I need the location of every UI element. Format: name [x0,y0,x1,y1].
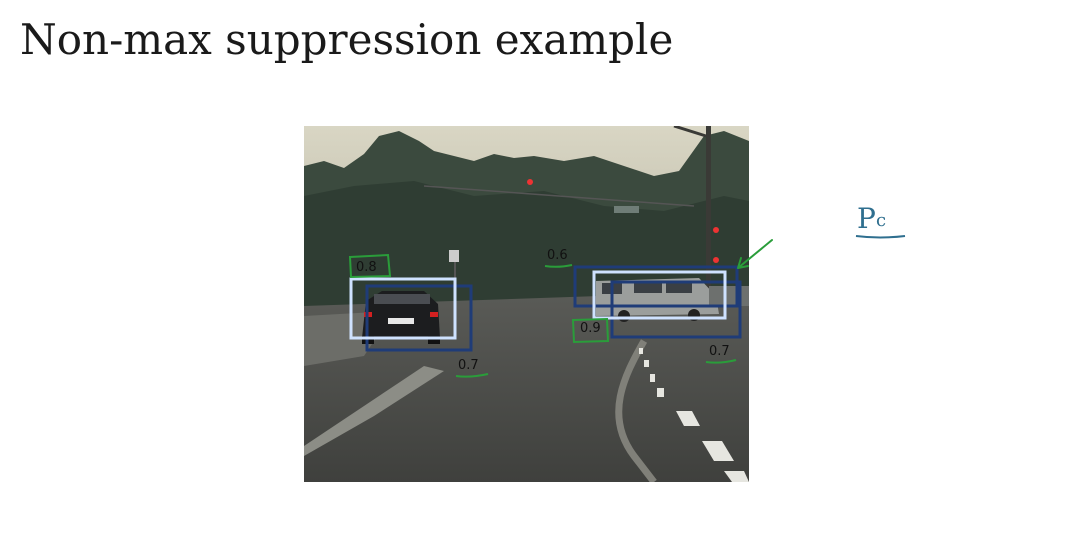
slide-title: Non-max suppression example [20,15,674,64]
street-scene-photo [304,126,749,482]
pc-label: P [857,202,876,235]
pc-underline [855,235,906,239]
pc-subscript: c [876,210,886,231]
